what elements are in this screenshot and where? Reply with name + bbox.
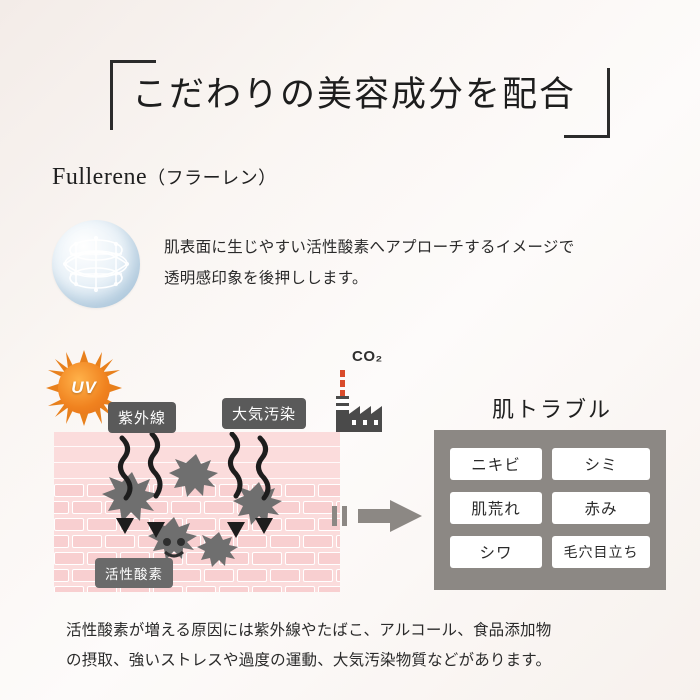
tag-uv: 紫外線 [108, 402, 177, 433]
skin-brick [204, 569, 234, 582]
headline-block: こだわりの美容成分を配合 [110, 60, 610, 138]
skin-brick [54, 552, 84, 565]
trouble-panel: ニキビシミ肌荒れ赤みシワ毛穴目立ち [434, 430, 666, 590]
skin-brick [252, 552, 282, 565]
trouble-chip: 毛穴目立ち [552, 536, 650, 568]
page-title: こだわりの美容成分を配合 [132, 75, 577, 114]
skin-brick [54, 535, 69, 548]
skin-brick [270, 535, 300, 548]
skin-brick [336, 535, 340, 548]
bracket-bottom-right-vertical [607, 68, 610, 138]
tag-reactive-oxygen: 活性酸素 [95, 558, 173, 588]
skin-brick [303, 535, 333, 548]
skin-brick [270, 569, 300, 582]
trouble-panel-title: 肌トラブル [492, 397, 613, 422]
skin-brick [252, 586, 282, 592]
fullerene-molecule-icon [52, 220, 140, 308]
skin-brick [72, 535, 102, 548]
footer-note-line-1: 活性酸素が増える原因には紫外線やたばこ、アルコール、食品添加物 [66, 622, 552, 639]
skin-brick [285, 484, 315, 497]
skin-brick [219, 586, 249, 592]
bracket-bottom-right-horizontal [564, 135, 610, 138]
skin-brick [318, 484, 340, 497]
skin-brick [186, 586, 216, 592]
skin-brick [237, 535, 267, 548]
skin-brick [72, 501, 102, 514]
ingredient-name: Fullerene（フラーレン） [52, 164, 277, 191]
fullerene-description: 肌表面に生じやすい活性酸素へアプローチするイメージで 透明感印象を後押しします。 [164, 232, 634, 294]
skin-brick [54, 569, 69, 582]
skin-brick [54, 484, 84, 497]
bracket-top-left-vertical [110, 60, 113, 130]
ingredient-name-latin: Fullerene [52, 164, 148, 190]
fullerene-description-line-1: 肌表面に生じやすい活性酸素へアプローチするイメージで [164, 239, 575, 256]
skin-brick [285, 586, 315, 592]
skin-brick [87, 518, 117, 531]
ingredient-name-kana: （フラーレン） [147, 168, 277, 188]
trouble-chip: 肌荒れ [450, 492, 542, 524]
skin-brick [171, 501, 201, 514]
fullerene-description-line-2: 透明感印象を後押しします。 [164, 270, 368, 287]
skin-brick [54, 518, 84, 531]
trouble-chip: シミ [552, 448, 650, 480]
skin-trouble-diagram: UV CO₂ [0, 340, 700, 610]
flow-arrow-icon [332, 500, 422, 532]
skin-brick [285, 552, 315, 565]
skin-brick [285, 518, 315, 531]
co2-label: CO₂ [352, 348, 383, 365]
uv-badge-label: UV [71, 378, 97, 397]
footer-note-line-2: の摂取、強いストレスや過度の運動、大気汚染物質などがあります。 [66, 652, 552, 670]
skin-brick [303, 569, 333, 582]
footer-note: 活性酸素が増える原因には紫外線やたばこ、アルコール、食品添加物 の摂取、強いスト… [66, 616, 646, 676]
trouble-chip: ニキビ [450, 448, 542, 480]
skin-brick [54, 586, 84, 592]
skin-brick [237, 569, 267, 582]
skin-brick [318, 552, 340, 565]
pollution-arrows [116, 432, 273, 538]
skin-brick [204, 501, 234, 514]
tag-air-pollution: 大気汚染 [222, 398, 307, 429]
trouble-chip: 赤み [552, 492, 650, 524]
skin-brick [318, 586, 340, 592]
skin-layer-illustration [54, 432, 340, 592]
trouble-chip: シワ [450, 536, 542, 568]
factory-icon [330, 370, 390, 432]
sun-uv-icon: UV [46, 350, 122, 426]
skin-brick [336, 569, 340, 582]
skin-brick [54, 501, 69, 514]
skin-brick [105, 535, 135, 548]
sun-core: UV [58, 362, 110, 414]
bracket-top-left-horizontal [110, 60, 156, 63]
